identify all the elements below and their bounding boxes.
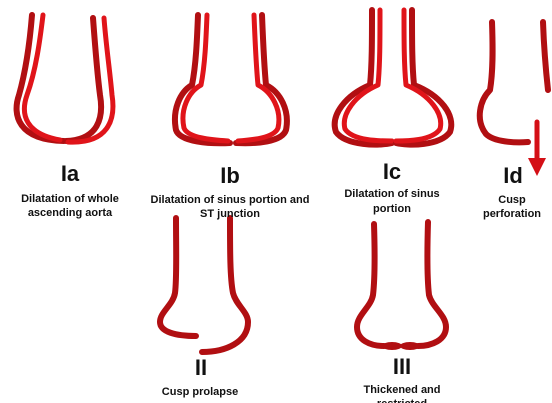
panel-id-description-line2: perforation: [472, 207, 552, 221]
panel-ia-description-line2: ascending aorta: [0, 206, 140, 220]
panel-id-description-line1: Cusp: [472, 193, 552, 207]
panel-ii-aortic-root: [160, 218, 248, 352]
panel-ii-label: II: [176, 356, 226, 380]
panel-ib-aortic-root: [175, 15, 287, 143]
panel-id-label: Id: [488, 164, 538, 188]
panel-ib-label: Ib: [200, 164, 260, 188]
panel-ic-description-line1: Dilatation of sinus: [332, 187, 452, 201]
panel-ia-label: Ia: [40, 162, 100, 186]
panel-iii-description-line2: restricted: [342, 397, 462, 403]
panel-ic-aortic-root: [335, 10, 452, 145]
panel-ic-label: Ic: [362, 160, 422, 184]
panel-ic-description-line2: portion: [332, 202, 452, 216]
panel-ia-aortic-root: [17, 15, 113, 142]
panel-iii-aortic-root: [357, 222, 446, 350]
panel-ib-description-line2: ST junction: [130, 207, 330, 221]
panel-ii-description-line1: Cusp prolapse: [140, 385, 260, 399]
panel-ib-description-line1: Dilatation of sinus portion and: [130, 193, 330, 207]
panel-iii-description-line1: Thickened and: [342, 383, 462, 397]
panel-iii-label: III: [374, 355, 430, 379]
panel-ia-description-line1: Dilatation of whole: [0, 192, 140, 206]
